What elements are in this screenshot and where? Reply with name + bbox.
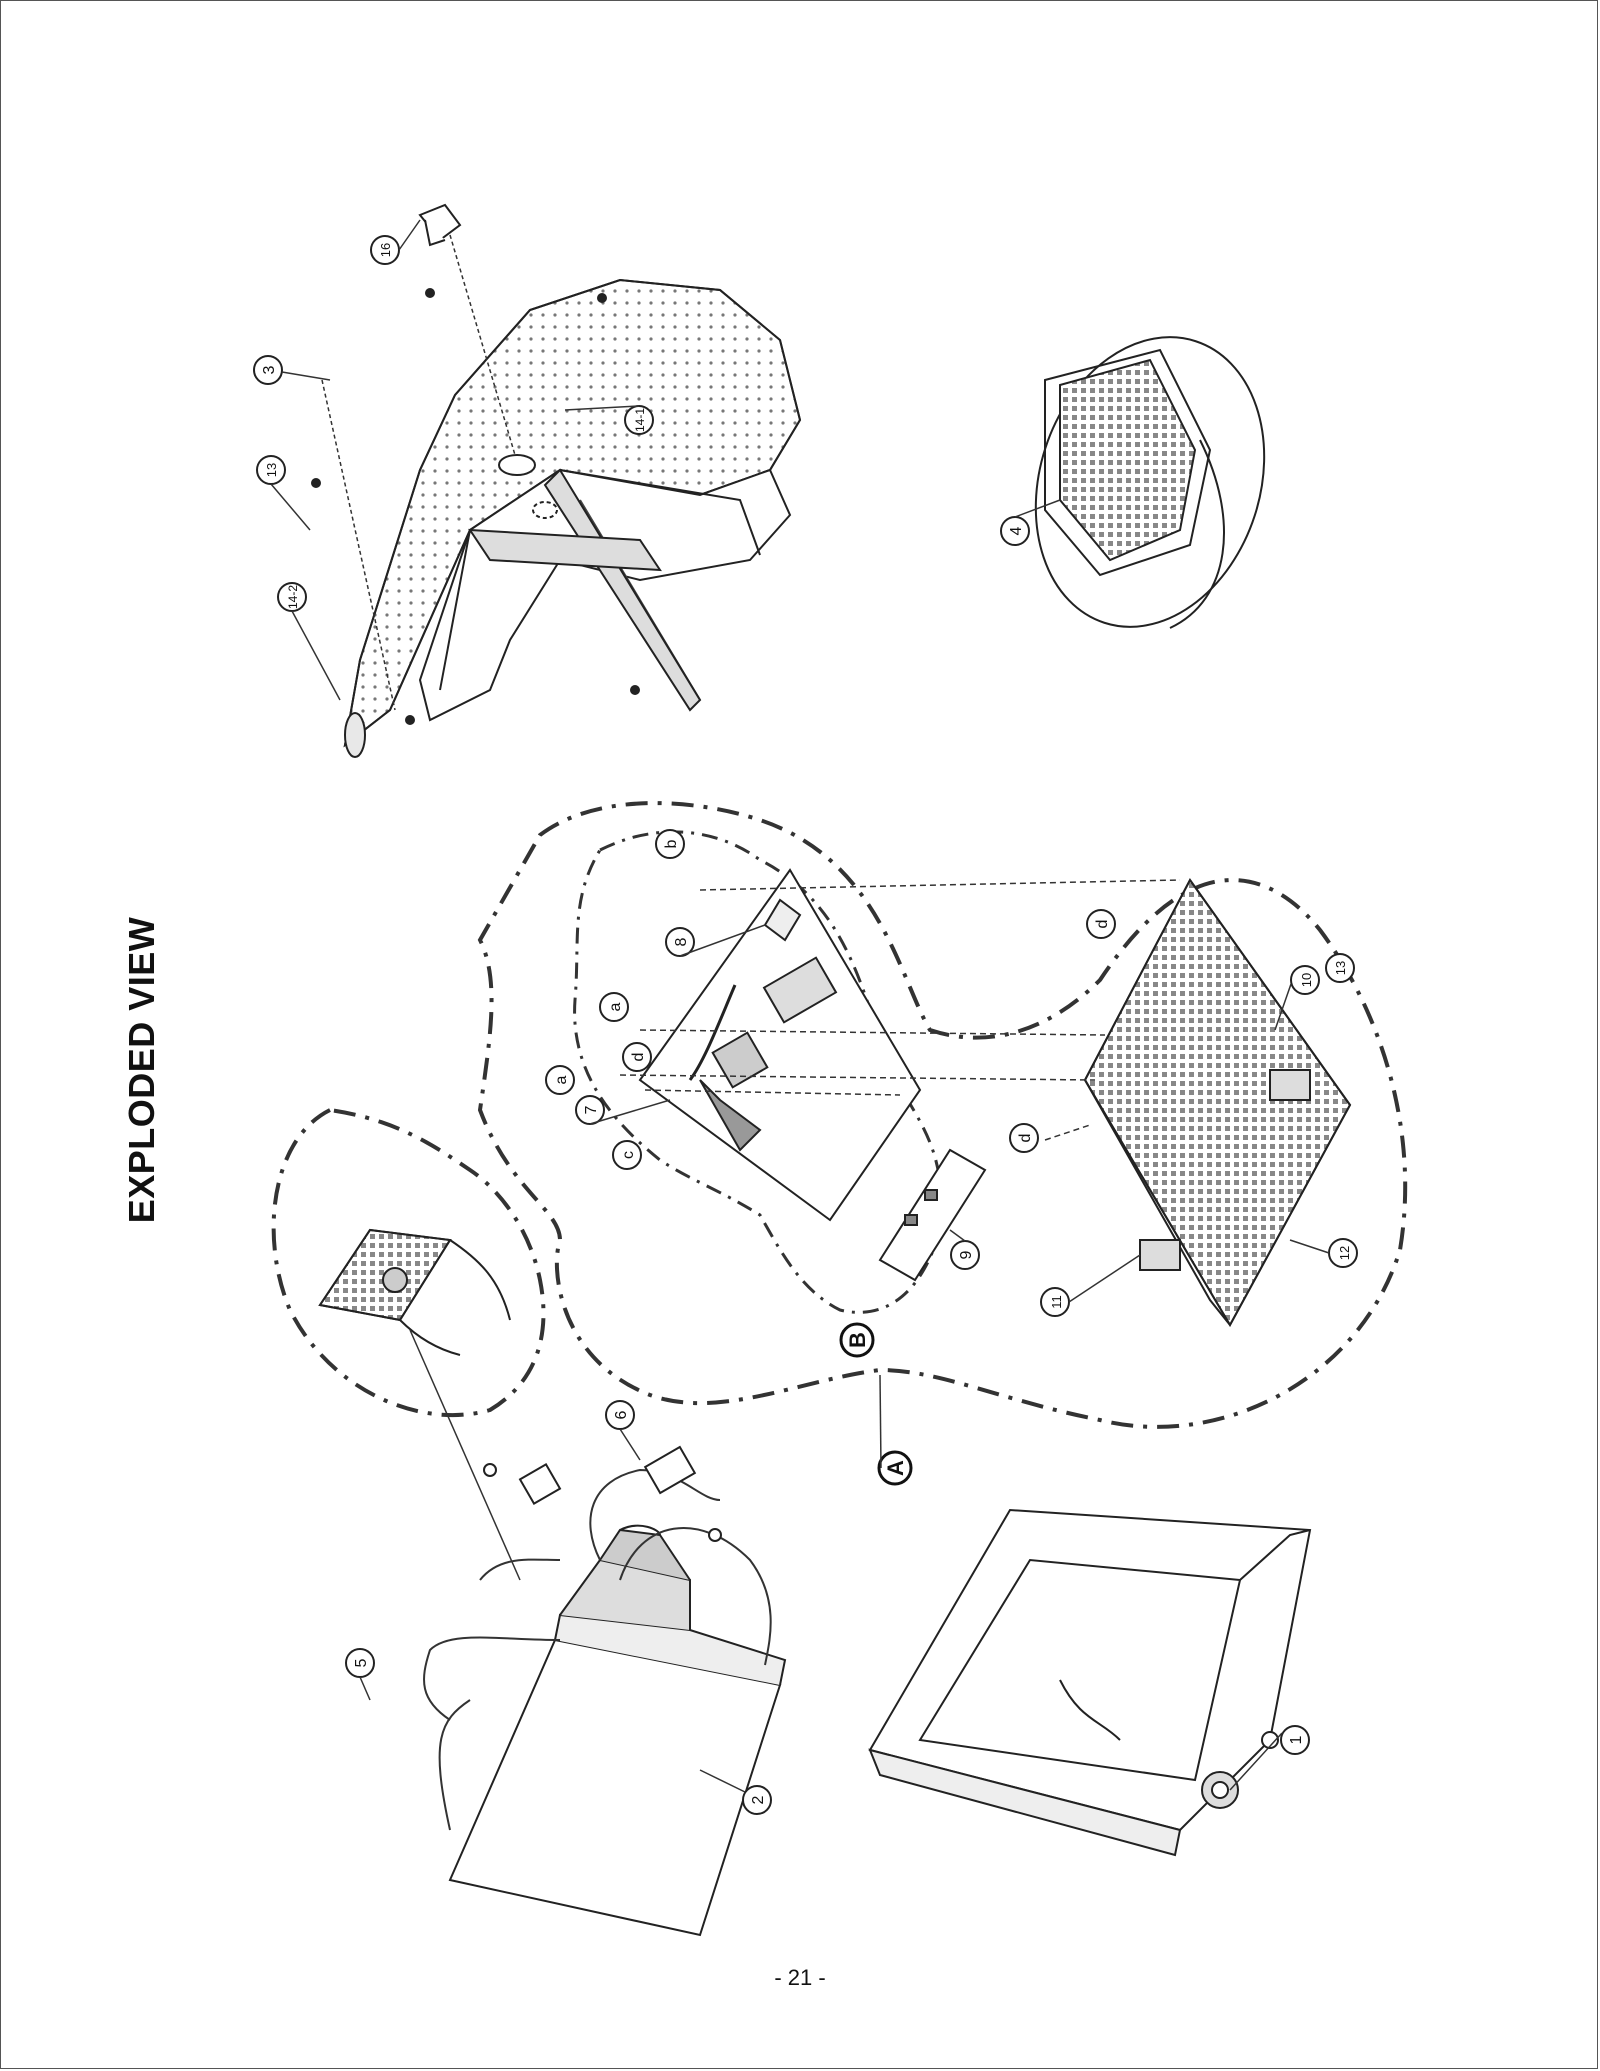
deflection-board bbox=[318, 1228, 511, 1356]
page-number: - 21 - bbox=[774, 1965, 826, 1990]
callout-16: 16 bbox=[378, 243, 393, 257]
front-bezel bbox=[868, 1508, 1312, 1857]
part-16-bracket bbox=[418, 203, 462, 247]
chassis-frame bbox=[1083, 878, 1352, 1328]
callout-8: 8 bbox=[673, 937, 690, 946]
callout-12: 12 bbox=[1337, 1246, 1352, 1260]
callout-5: 5 bbox=[353, 1658, 370, 1667]
callout-9: 9 bbox=[958, 1250, 975, 1259]
callout-1: 1 bbox=[1288, 1735, 1305, 1744]
assembly-b-outline bbox=[573, 830, 943, 1314]
callout-11: 11 bbox=[1049, 1295, 1064, 1309]
crt-connectors bbox=[483, 1445, 722, 1542]
callout-d-2: d bbox=[1094, 920, 1111, 929]
callout-a-2: a bbox=[553, 1075, 570, 1084]
crt-tube bbox=[448, 1524, 787, 1937]
left-board-outline bbox=[271, 1107, 546, 1418]
callout-2: 2 bbox=[750, 1795, 767, 1804]
tilt-swivel-stand bbox=[1034, 336, 1266, 629]
callout-10: 10 bbox=[1299, 973, 1314, 987]
rear-cover-screws bbox=[311, 288, 640, 725]
assembly-a-outline bbox=[477, 801, 1408, 1429]
screw-leader-lines bbox=[619, 879, 1181, 1141]
callout-7: 7 bbox=[583, 1105, 600, 1114]
callout-14-2: 14-2 bbox=[286, 585, 300, 609]
callout-14-1: 14-1 bbox=[633, 408, 647, 432]
rear-cover bbox=[343, 278, 802, 748]
callout-d-1: d bbox=[630, 1053, 647, 1062]
callout-3: 3 bbox=[261, 365, 278, 374]
main-pcb bbox=[638, 868, 922, 1222]
callout-labels: 1 2 3 4 5 6 7 8 9 10 11 12 13 13 14-1 14… bbox=[261, 243, 1352, 1805]
crt-wires bbox=[423, 1468, 772, 1831]
callout-4: 4 bbox=[1008, 526, 1025, 535]
callout-6: 6 bbox=[613, 1410, 630, 1419]
part-9-board bbox=[878, 1148, 987, 1282]
callout-B: B bbox=[845, 1332, 870, 1348]
callout-A: A bbox=[883, 1460, 908, 1476]
callout-d-3: d bbox=[1017, 1134, 1034, 1143]
callout-c: c bbox=[620, 1151, 637, 1159]
callout-13-chassis: 13 bbox=[1333, 961, 1348, 975]
callout-13-top: 13 bbox=[264, 463, 279, 477]
callout-a-1: a bbox=[607, 1002, 624, 1011]
part-14-2-cap bbox=[344, 712, 366, 758]
callout-leaders bbox=[270, 219, 1330, 1793]
callout-markers-bold bbox=[839, 1322, 913, 1486]
callout-markers bbox=[253, 235, 1358, 1815]
callout-b: b bbox=[663, 839, 680, 848]
